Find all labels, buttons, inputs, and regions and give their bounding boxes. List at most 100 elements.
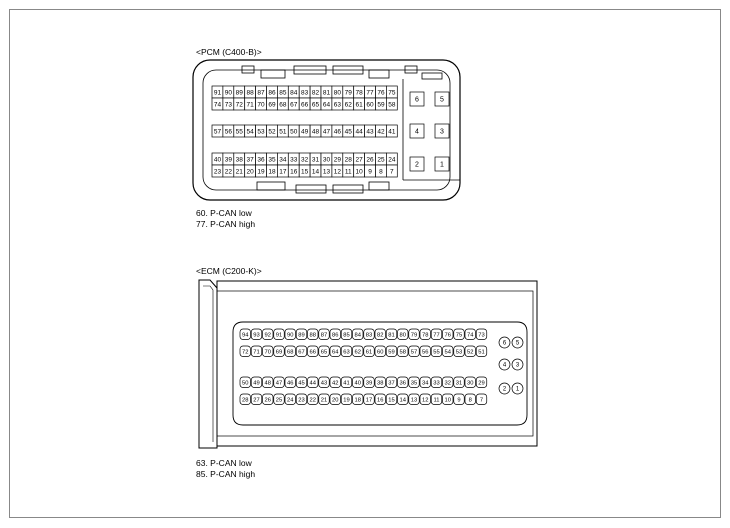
- pcm-key-slot: [368, 69, 390, 79]
- svg-text:3: 3: [440, 129, 444, 136]
- svg-text:76: 76: [445, 332, 451, 338]
- svg-text:56: 56: [225, 128, 233, 135]
- pcm-pin: 75: [386, 85, 398, 99]
- svg-text:6: 6: [415, 97, 419, 104]
- ecm-pin: 61: [363, 345, 375, 357]
- svg-text:18: 18: [355, 397, 361, 403]
- svg-text:67: 67: [290, 101, 298, 108]
- svg-text:65: 65: [321, 349, 327, 355]
- pcm-key-slot: [421, 72, 443, 80]
- svg-text:69: 69: [268, 101, 276, 108]
- svg-text:57: 57: [214, 128, 222, 135]
- svg-text:74: 74: [467, 332, 474, 338]
- ecm-pin: 36: [397, 376, 409, 388]
- pcm-pin: 23: [211, 164, 224, 178]
- svg-text:73: 73: [225, 101, 233, 108]
- svg-text:9: 9: [457, 397, 460, 403]
- svg-text:89: 89: [298, 332, 304, 338]
- pcm-pin: 89: [233, 85, 246, 99]
- svg-text:34: 34: [422, 380, 429, 386]
- svg-text:44: 44: [356, 128, 364, 135]
- ecm-pin: 42: [329, 376, 341, 388]
- ecm-pin: 53: [453, 345, 465, 357]
- ecm-pin: 32: [442, 376, 454, 388]
- svg-text:22: 22: [225, 168, 233, 175]
- pcm-pin: 38: [233, 152, 246, 166]
- pcm-inner-shell: [202, 69, 451, 191]
- pcm-pin: 41: [386, 124, 398, 138]
- svg-text:2: 2: [415, 162, 419, 169]
- svg-text:78: 78: [422, 332, 428, 338]
- ecm-pin: 91: [273, 328, 285, 340]
- svg-text:65: 65: [312, 101, 320, 108]
- pcm-pin: 48: [309, 124, 322, 138]
- svg-text:84: 84: [290, 89, 298, 96]
- ecm-pin: 66: [307, 345, 319, 357]
- svg-text:1: 1: [516, 387, 520, 393]
- pcm-pin: 77: [364, 85, 376, 99]
- svg-text:14: 14: [312, 168, 320, 175]
- svg-text:15: 15: [301, 168, 309, 175]
- svg-text:46: 46: [287, 380, 293, 386]
- ecm-pin: 38: [374, 376, 386, 388]
- pcm-key-slot: [256, 181, 286, 191]
- pcm-pin: 26: [364, 152, 376, 166]
- svg-text:37: 37: [247, 156, 255, 163]
- svg-text:16: 16: [290, 168, 298, 175]
- svg-text:88: 88: [310, 332, 316, 338]
- svg-text:51: 51: [478, 349, 484, 355]
- pcm-pin: 72: [233, 97, 246, 111]
- ecm-power-pin: 5: [511, 336, 524, 349]
- pcm-pin: 79: [342, 85, 355, 99]
- pcm-key-slot: [332, 184, 364, 194]
- svg-text:83: 83: [366, 332, 372, 338]
- svg-text:85: 85: [343, 332, 349, 338]
- svg-text:55: 55: [236, 128, 244, 135]
- svg-text:35: 35: [411, 380, 417, 386]
- ecm-pin: 55: [430, 345, 443, 357]
- svg-text:76: 76: [377, 89, 385, 96]
- svg-text:15: 15: [388, 397, 394, 403]
- svg-text:24: 24: [287, 397, 294, 403]
- ecm-pin: 77: [430, 328, 443, 340]
- svg-text:21: 21: [321, 397, 327, 403]
- svg-text:26: 26: [366, 156, 374, 163]
- pcm-pin: 60: [364, 97, 376, 111]
- ecm-pin: 88: [307, 328, 319, 340]
- svg-text:5: 5: [440, 97, 444, 104]
- ecm-pin: 59: [385, 345, 398, 357]
- ecm-pin: 22: [307, 393, 319, 405]
- svg-text:35: 35: [268, 156, 276, 163]
- svg-text:1: 1: [440, 162, 444, 169]
- svg-text:53: 53: [456, 349, 462, 355]
- svg-text:86: 86: [332, 332, 338, 338]
- ecm-pin: 34: [419, 376, 431, 388]
- pcm-pin: 24: [386, 152, 398, 166]
- pcm-key-slot: [404, 65, 418, 74]
- svg-text:36: 36: [400, 380, 406, 386]
- svg-text:12: 12: [422, 397, 428, 403]
- ecm-pin: 45: [295, 376, 308, 388]
- svg-text:92: 92: [265, 332, 271, 338]
- pcm-pin: 83: [298, 85, 311, 99]
- ecm-pin: 94: [239, 328, 251, 340]
- ecm-pin: 76: [442, 328, 454, 340]
- ecm-lever: [198, 279, 218, 449]
- svg-text:79: 79: [345, 89, 353, 96]
- pcm-pin: 15: [298, 164, 311, 178]
- ecm-pin: 92: [262, 328, 274, 340]
- ecm-pin: 70: [262, 345, 274, 357]
- ecm-pin: 30: [464, 376, 476, 388]
- ecm-pin: 71: [250, 345, 263, 357]
- svg-text:4: 4: [415, 129, 419, 136]
- ecm-lever-edge: [203, 285, 214, 442]
- svg-text:4: 4: [503, 363, 507, 369]
- svg-text:52: 52: [467, 349, 473, 355]
- pcm-outer-shell: [192, 59, 461, 201]
- ecm-pin: 9: [453, 393, 465, 405]
- svg-text:16: 16: [377, 397, 383, 403]
- svg-text:21: 21: [236, 168, 244, 175]
- svg-text:78: 78: [356, 89, 364, 96]
- ecm-pin: 72: [239, 345, 251, 357]
- svg-text:44: 44: [310, 380, 317, 386]
